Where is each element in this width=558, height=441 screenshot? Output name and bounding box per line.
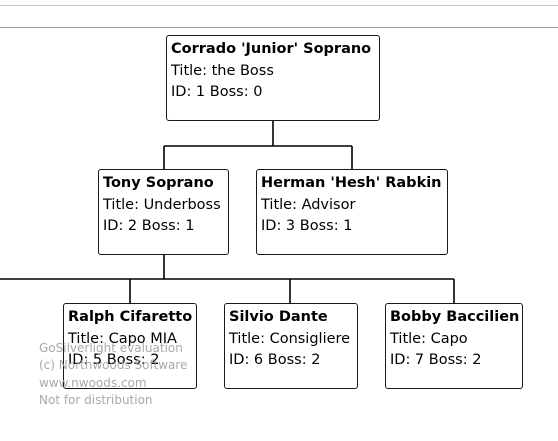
watermark-line: Not for distribution <box>39 392 153 407</box>
watermark-line: (c) Northwoods Software <box>39 358 188 373</box>
node-junior[interactable]: Corrado 'Junior' Soprano Title: the Boss… <box>166 35 380 121</box>
node-title: Title: Underboss <box>103 196 221 213</box>
node-title: Title: Consigliere <box>229 330 351 347</box>
node-tony[interactable]: Tony Soprano Title: Underboss ID: 2 Boss… <box>98 169 229 255</box>
node-title: Title: Capo <box>390 330 468 347</box>
node-ids: ID: 1 Boss: 0 <box>171 84 263 100</box>
node-title: Title: Advisor <box>261 196 356 213</box>
node-name: Tony Soprano <box>103 175 214 191</box>
node-hesh[interactable]: Herman 'Hesh' Rabkin Title: Advisor ID: … <box>256 169 448 255</box>
node-name: Corrado 'Junior' Soprano <box>171 41 372 57</box>
node-ids: ID: 3 Boss: 1 <box>261 218 353 234</box>
node-ids: ID: 2 Boss: 1 <box>103 218 195 234</box>
top-toolbar-strip <box>0 0 558 28</box>
node-ids: ID: 6 Boss: 2 <box>229 352 321 368</box>
watermark-line: GoSilverlight evaluation <box>39 341 183 355</box>
node-ralph[interactable]: Ralph Cifaretto Title: Capo MIA ID: 5 Bo… <box>63 303 197 389</box>
watermark-line: www.nwoods.com <box>39 375 147 390</box>
node-bobby[interactable]: Bobby Baccilien Title: Capo ID: 7 Boss: … <box>385 303 523 389</box>
evaluation-watermark: GoSilverlight evaluation (c) Northwoods … <box>39 340 187 409</box>
node-name: Bobby Baccilien <box>390 309 520 325</box>
node-silvio[interactable]: Silvio Dante Title: Consigliere ID: 6 Bo… <box>224 303 358 389</box>
node-ids: ID: 5 Boss: 2 <box>68 352 160 368</box>
node-name: Herman 'Hesh' Rabkin <box>261 175 442 191</box>
node-name: Ralph Cifaretto <box>68 309 193 325</box>
node-title: Title: Capo MIA <box>68 330 177 347</box>
node-ids: ID: 7 Boss: 2 <box>390 352 482 368</box>
node-title: Title: the Boss <box>171 62 274 79</box>
node-name: Silvio Dante <box>229 309 328 325</box>
top-divider-line <box>0 5 558 6</box>
